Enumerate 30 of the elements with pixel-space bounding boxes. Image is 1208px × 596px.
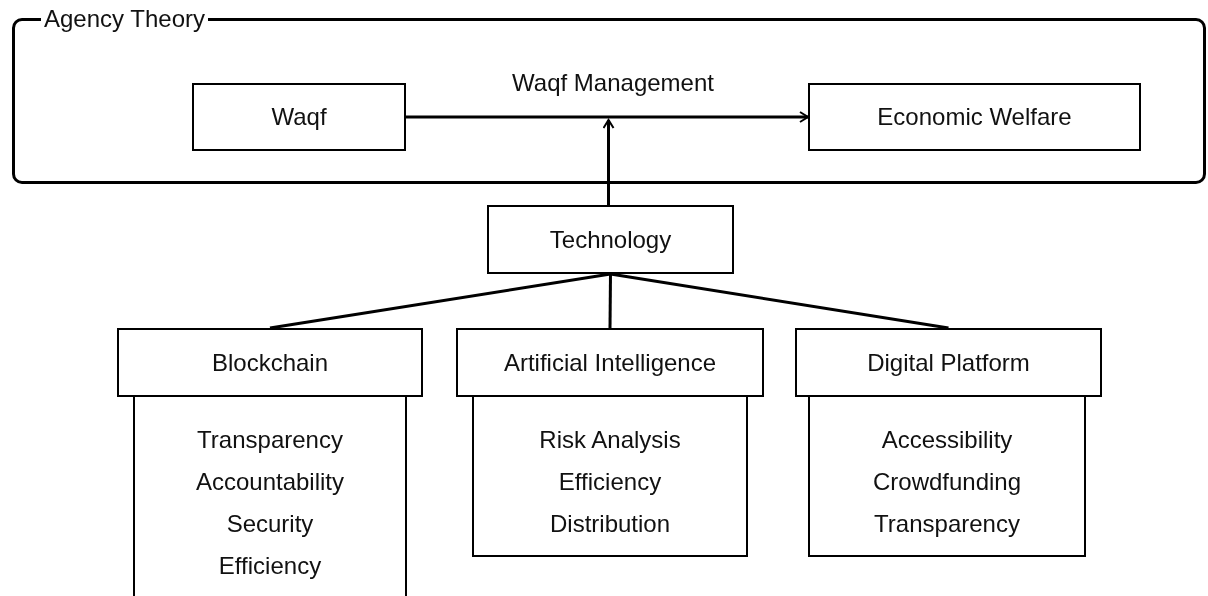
list-box	[472, 395, 748, 557]
list-item: Transparency	[874, 509, 1020, 539]
list-item: Risk Analysis	[539, 425, 681, 455]
node-label: Economic Welfare	[877, 103, 1072, 131]
connector	[269, 272, 611, 330]
list-item: Crowdfunding	[872, 467, 1022, 497]
category-box	[795, 328, 1102, 397]
list-box	[133, 395, 407, 596]
node-label: Technology	[549, 225, 672, 254]
connector	[602, 119, 615, 205]
category-box	[456, 328, 764, 397]
list-item: Accessibility	[881, 425, 1013, 455]
connector	[406, 111, 809, 123]
node-label: Waqf	[271, 103, 327, 131]
list-item: Transparency	[197, 425, 343, 455]
node-label: Artificial Intelligence	[503, 348, 717, 377]
connector	[608, 274, 612, 328]
process-box	[192, 83, 406, 151]
process-box	[487, 205, 734, 274]
list-item: Efficiency	[558, 467, 662, 497]
process-box	[808, 83, 1141, 151]
node-label: Digital Platform	[867, 348, 1030, 377]
list-item: Distribution	[549, 509, 670, 539]
node-label: Blockchain	[211, 348, 329, 377]
list-item: Accountability	[195, 467, 345, 497]
list-item: Efficiency	[218, 551, 322, 581]
list-box	[808, 395, 1086, 557]
connector	[610, 272, 949, 330]
category-box	[117, 328, 423, 397]
list-item: Security	[226, 509, 314, 539]
